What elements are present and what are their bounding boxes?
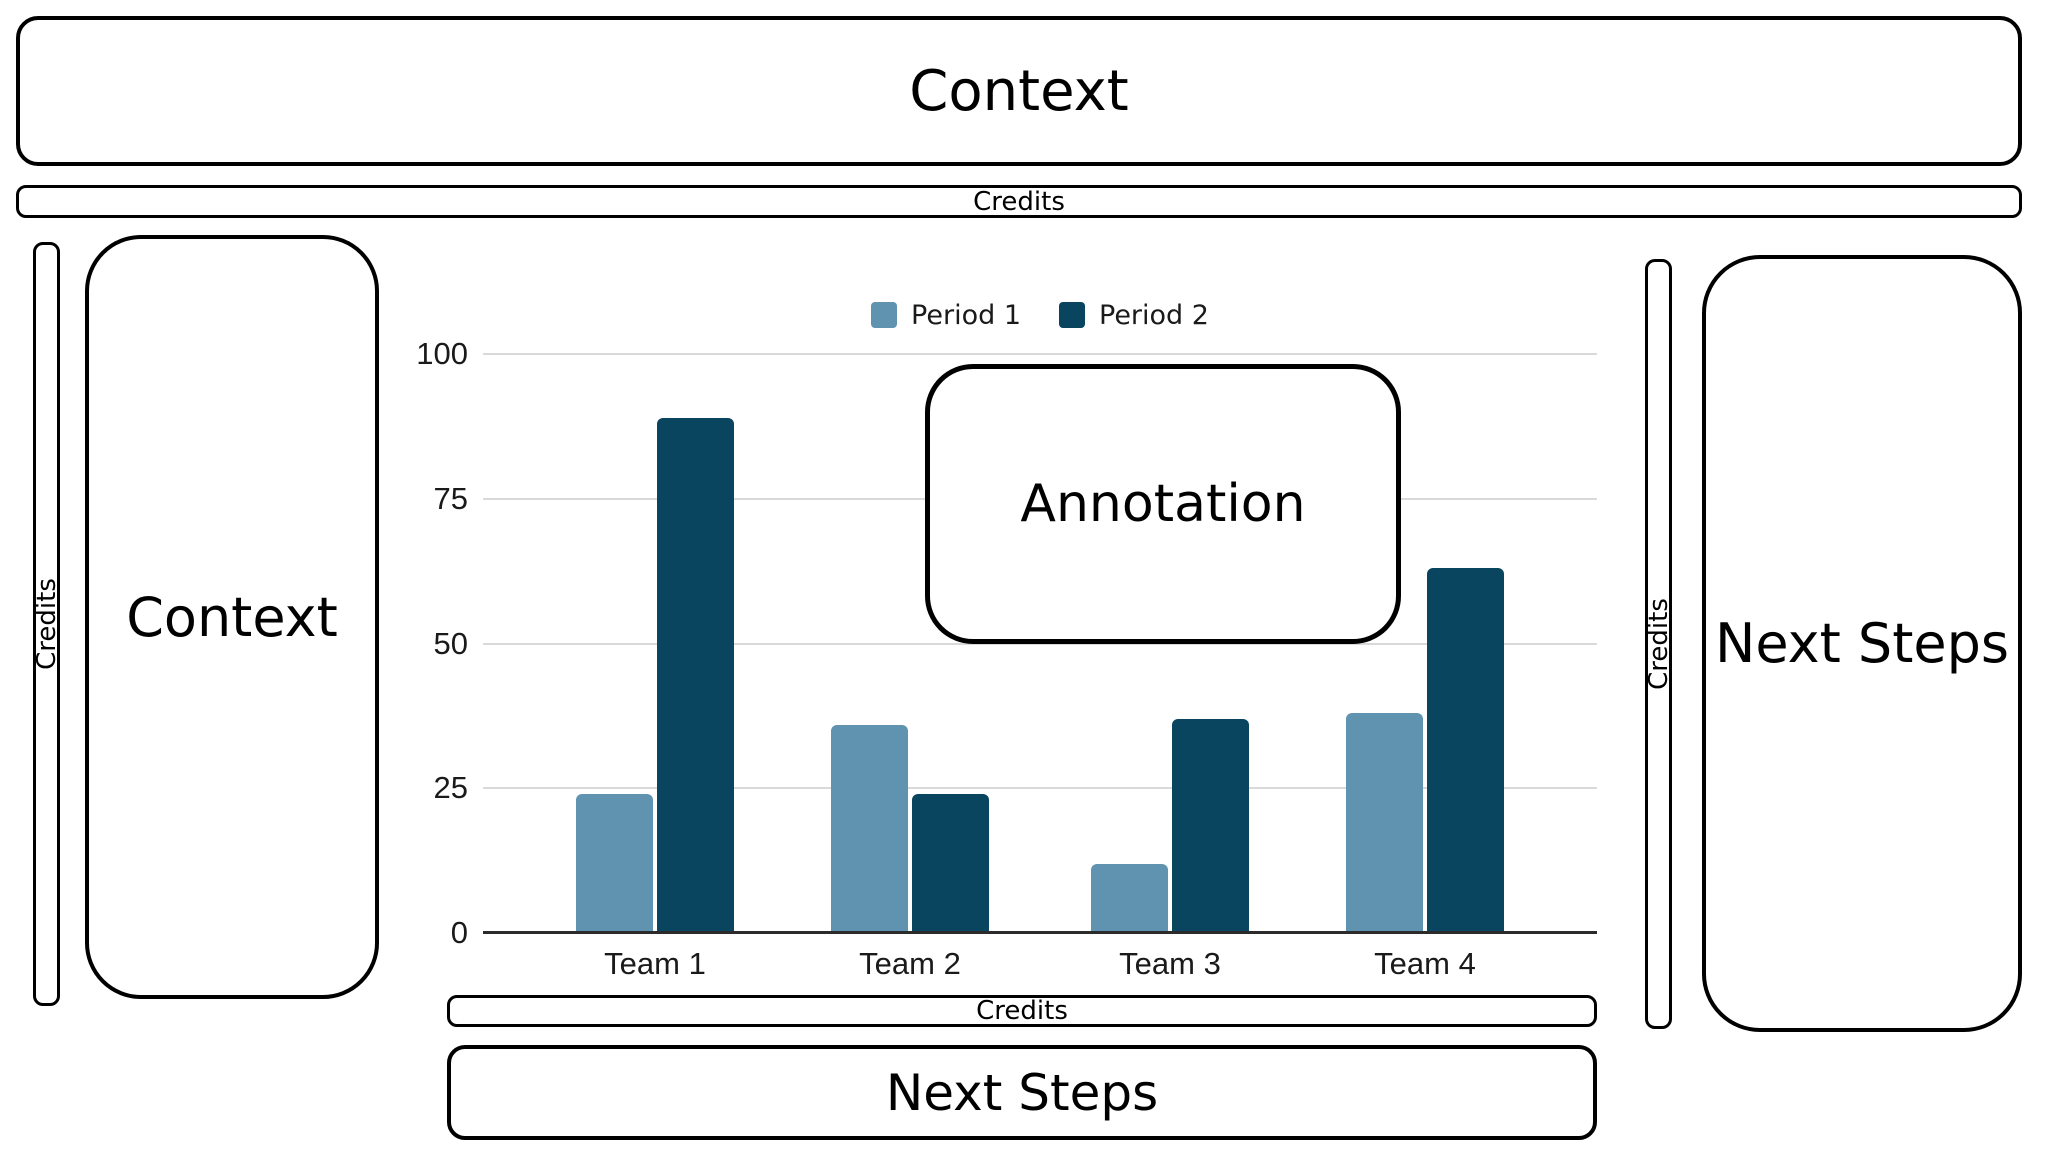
bar-period-1-team-3 xyxy=(1091,863,1168,933)
gridline-25 xyxy=(483,787,1597,790)
bar-period-1-team-2 xyxy=(831,724,908,933)
x-axis-line xyxy=(483,931,1597,934)
legend-label-period-2: Period 2 xyxy=(1099,299,1209,331)
y-axis-label-50: 50 xyxy=(433,625,468,661)
legend-swatch-period-1 xyxy=(871,302,898,328)
y-axis-label-75: 75 xyxy=(433,480,468,516)
chart-legend: Period 1 Period 2 xyxy=(483,300,1597,331)
legend-item-period-2: Period 2 xyxy=(1059,300,1209,331)
bar-period-2-team-3 xyxy=(1172,718,1249,933)
right-credits-bar: Credits xyxy=(1644,259,1674,1029)
right-next-steps-label: Next Steps xyxy=(1714,612,2010,675)
top-credits-label: Credits xyxy=(973,186,1065,217)
bottom-credits-bar: Credits xyxy=(447,995,1597,1027)
x-axis-label-team-2: Team 2 xyxy=(859,946,961,981)
left-context-label: Context xyxy=(126,585,338,649)
bottom-next-steps-label: Next Steps xyxy=(885,1063,1159,1122)
y-axis-label-0: 0 xyxy=(450,915,468,950)
right-next-steps-box: Next Steps xyxy=(1702,255,2022,1032)
x-axis-label-team-4: Team 4 xyxy=(1374,946,1476,981)
annotation-box: Annotation xyxy=(925,364,1401,644)
x-axis-label-team-1: Team 1 xyxy=(604,946,706,981)
bottom-next-steps-box: Next Steps xyxy=(447,1045,1597,1140)
legend-swatch-period-2 xyxy=(1059,302,1085,328)
bar-period-2-team-2 xyxy=(912,794,989,933)
bar-period-1-team-4 xyxy=(1346,712,1423,933)
top-context-box: Context xyxy=(16,16,2022,166)
legend-label-period-1: Period 1 xyxy=(911,299,1021,331)
y-axis-label-100: 100 xyxy=(416,336,468,371)
bar-period-1-team-1 xyxy=(576,794,653,933)
bar-period-2-team-1 xyxy=(657,417,734,933)
bottom-credits-label: Credits xyxy=(976,996,1068,1026)
gridline-100 xyxy=(483,353,1597,355)
top-context-label: Context xyxy=(909,58,1129,124)
legend-item-period-1: Period 1 xyxy=(871,300,1021,331)
top-credits-bar: Credits xyxy=(16,185,2022,218)
x-axis-label-team-3: Team 3 xyxy=(1119,946,1221,981)
left-context-box: Context xyxy=(85,235,379,999)
annotation-label: Annotation xyxy=(1020,474,1306,534)
y-axis-label-25: 25 xyxy=(433,770,468,806)
bar-period-2-team-4 xyxy=(1427,568,1504,933)
left-credits-bar: Credits xyxy=(32,242,62,1006)
